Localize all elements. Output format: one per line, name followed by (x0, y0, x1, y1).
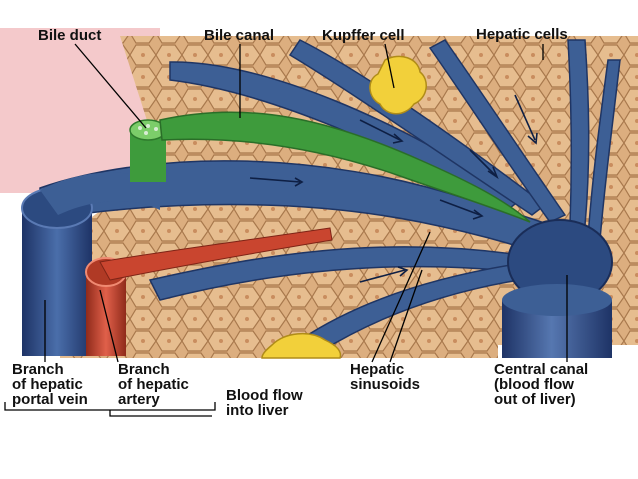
hepatic-artery-label: Branch of hepatic artery (118, 361, 189, 408)
bile-duct (129, 119, 167, 182)
portal-vein (21, 172, 160, 356)
portal-vein-label: Branch of hepatic portal vein (12, 361, 88, 408)
hepatic-cells-label: Hepatic cells (476, 26, 568, 43)
blood-flow-into-liver-label: Blood flow into liver (226, 387, 303, 419)
kupffer-cell (369, 55, 427, 115)
central-canal (502, 219, 613, 358)
kupffer-cell-label: Kupffer cell (322, 27, 405, 44)
pointer-lines (44, 43, 568, 363)
bile-canal-label: Bile canal (204, 27, 275, 44)
kupffer-cell-lower (261, 333, 342, 359)
bracket-lines (4, 402, 216, 417)
bile-duct-label: Bile duct (38, 27, 102, 44)
central-canal-label: Central canal (blood flow out of liver) (494, 361, 589, 408)
flow-arrows (249, 94, 538, 283)
hepatic-sinusoids-label: Hepatic sinusoids (350, 361, 421, 393)
bile-canal (159, 111, 531, 223)
